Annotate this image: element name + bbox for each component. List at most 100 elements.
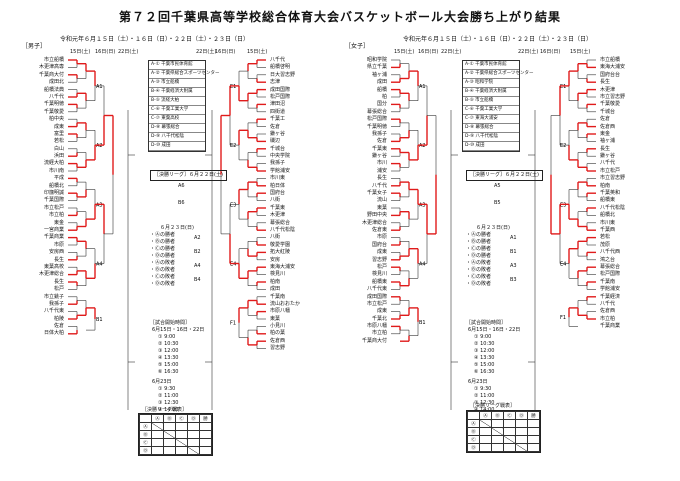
team-name: 佐倉 [600,116,611,123]
girls-league-table-title: ［決勝リーグ戦表］ [470,403,516,409]
team-name: 千葉商業 [600,323,621,330]
bracket-code: E1 [560,84,566,90]
boys-col-head-2: 16日(日) [95,49,116,55]
team-name: 検見川 [371,271,387,278]
team-name: 富里 [53,130,64,137]
schedule-row: ③ 12:30 [158,400,179,406]
team-name: 木更津総合 [38,271,64,278]
team-name: 市立習志野 [600,175,626,182]
team-name: 千葉商業 [43,234,64,241]
team-name: 千城台 [270,145,286,152]
boys-col-head-4: 16日(日) [215,49,236,55]
team-name: 志津 [270,79,281,86]
team-name: 八千代東 [43,308,64,315]
schedule-row: 6月23日 [152,379,172,385]
team-name: 小見川 [270,323,286,330]
team-name: 千葉商大付 [361,337,387,344]
league-cell [503,435,516,444]
league-cell [151,422,164,431]
schedule-row: ④ 14:00 [158,407,179,413]
page-title: 第７２回千葉県高等学校総合体育大会バスケットボール大会勝ち上がり結果 [118,10,561,24]
schedule-row: ① 9:00 [474,334,492,340]
league-cell [479,427,492,436]
team-name: 千葉東 [371,145,387,152]
boys-league-slot-1: A6 [178,183,185,189]
schedule-row: ③ 12:00 [158,348,179,354]
team-name: 千葉西 [600,226,616,233]
schedule-row: ④ 13:30 [158,355,179,361]
date-line-boys: 令和元年６月１５日（土）・１６日（日）・２２日（土）・２３日（日） [60,36,250,43]
league-cell [187,422,200,431]
team-name: 中央学院 [270,153,291,160]
team-name: 国府台 [270,190,286,197]
day2-slot: B3 [510,277,517,283]
bracket-code: A1 [419,84,426,90]
league-header: Ⓑ [163,414,176,423]
bracket-code: E1 [230,84,236,90]
team-name: 成東 [53,123,64,130]
team-name: 成田 [376,79,387,86]
schedule-row: ② 10:30 [158,341,179,347]
team-name: 木更津総合 [361,219,387,226]
team-name: 佐倉西 [600,123,616,130]
boys-col-head-5: 22日(土) [196,49,217,55]
bracket-code: B1 [96,317,103,323]
league-cell [175,446,188,455]
team-name: 船橋東 [371,278,387,285]
team-name: 磯辺 [270,138,281,145]
team-name: 市立柏 [371,330,387,337]
day2-row: ・Ⓑの勝者 [150,239,176,245]
bracket-code: A4 [96,262,103,268]
league-cell [151,430,164,439]
venue-row: C-⑦ 東葉高校 [149,115,205,124]
league-cell [175,438,188,447]
boys-league-slot-2: B6 [178,200,185,206]
team-name: 野田中央 [366,212,387,219]
team-name: 安房西 [48,249,64,256]
bracket-code: A4 [419,262,426,268]
day2-row: ・Ⓑの勝者 [466,239,492,245]
team-name: 千葉南 [270,293,286,300]
league-cell [515,443,528,452]
team-name: 我孫子 [48,300,64,307]
team-name: 東葉 [270,315,281,322]
team-name: 長生 [376,175,387,182]
schedule-row: ① 9:00 [158,334,176,340]
league-cell [187,438,200,447]
day2-slot: B2 [194,249,201,255]
team-name: 船橋啓明 [270,64,291,71]
venue-row: A-① 千葉市民体育館 [463,61,519,70]
day2-slot: A3 [510,263,517,269]
schedule-row: ② 11:00 [474,393,495,399]
team-name: 浜田 [53,153,64,160]
team-name: 成東 [376,249,387,256]
team-name: 千葉明徳 [366,123,387,130]
team-name: 若松 [600,234,611,241]
team-name: 国府台台 [600,71,621,78]
schedule-row: 6月15日・16日・22日 [468,327,521,333]
team-name: 日体大柏 [43,330,64,337]
league-cell [187,446,200,455]
team-name: 東金 [53,219,64,226]
team-name: 木更津 [600,86,616,93]
team-name: 市立習志野 [600,93,626,100]
league-cell [199,430,212,439]
team-name: 木更津 [270,212,286,219]
team-name: 我孫子 [371,130,387,137]
team-name: 一宮商業 [43,226,64,233]
bracket-code: E2 [560,143,566,149]
girls-league-title: ［決勝リーグ］６月２２日(土) [466,170,543,181]
schedule-row: ③ 12:30 [474,400,495,406]
team-name: 市川南 [48,167,64,174]
team-name: 茂原 [600,241,611,248]
venue-row: C-⑦ 東海大浦安 [463,115,519,124]
league-cell [503,427,516,436]
team-name: 八千代 [600,300,616,307]
schedule-row: ④ 13:30 [474,355,495,361]
girls-league-info: ［決勝リーグ］６月２２日(土) A5 B5 [466,170,543,207]
team-name: 松戸国際 [270,93,291,100]
league-row-header: Ⓓ [467,443,480,452]
team-name: 流経大柏 [43,160,64,167]
